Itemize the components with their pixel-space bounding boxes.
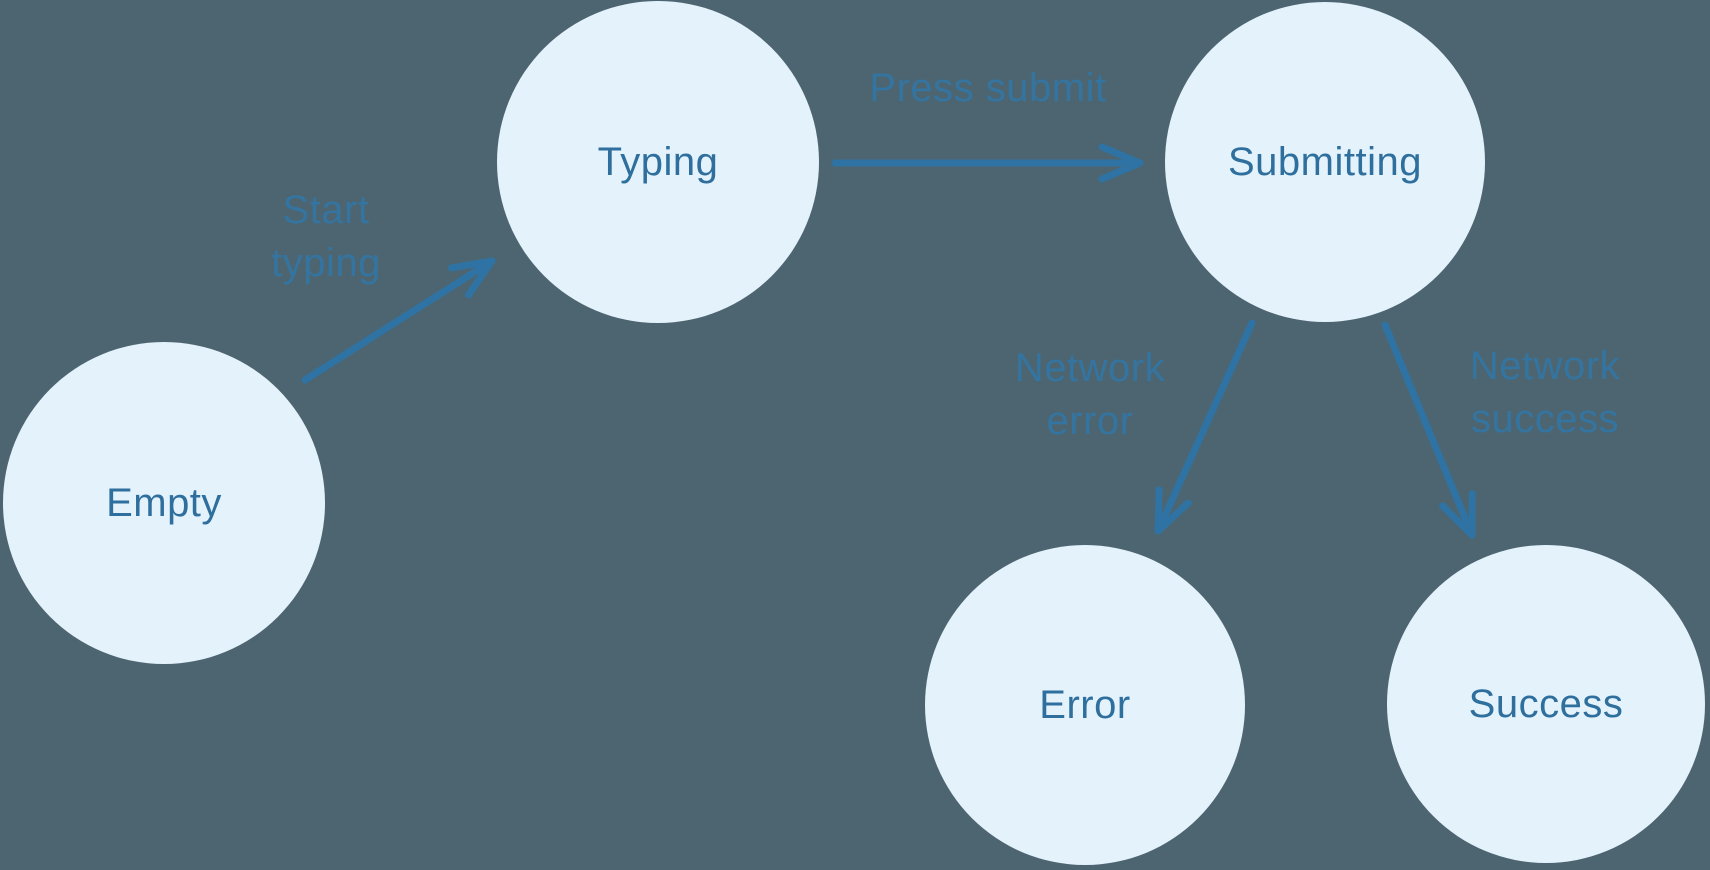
edge-label-start-typing: Start typing xyxy=(196,184,456,290)
edge-label-network-success: Network success xyxy=(1415,340,1675,446)
state-node-label: Empty xyxy=(106,480,222,525)
edge-label-line: Press submit xyxy=(869,66,1107,110)
state-node-error: Error xyxy=(925,545,1245,865)
state-node-typing: Typing xyxy=(497,1,819,323)
edge-label-line: Network xyxy=(1014,346,1166,390)
edge-label-line: typing xyxy=(271,241,381,285)
edge-arrow-submitting-success xyxy=(1381,321,1476,539)
edge-label-line: Network xyxy=(1469,344,1621,388)
edge-label-network-error: Network error xyxy=(960,342,1220,448)
edge-label-press-submit: Press submit xyxy=(838,62,1138,115)
state-node-label: Error xyxy=(1039,682,1131,727)
state-node-label: Submitting xyxy=(1228,139,1422,184)
state-node-empty: Empty xyxy=(3,342,325,664)
edge-arrow-submitting-error xyxy=(1154,319,1256,535)
edge-label-line: error xyxy=(1046,399,1134,443)
state-node-submitting: Submitting xyxy=(1165,2,1485,322)
edge-arrow-empty-typing xyxy=(301,257,496,384)
state-node-success: Success xyxy=(1387,545,1705,863)
edge-label-line: Start xyxy=(282,188,370,232)
edge-label-line: success xyxy=(1471,397,1619,441)
state-node-label: Success xyxy=(1468,681,1624,726)
state-node-label: Typing xyxy=(597,139,719,184)
